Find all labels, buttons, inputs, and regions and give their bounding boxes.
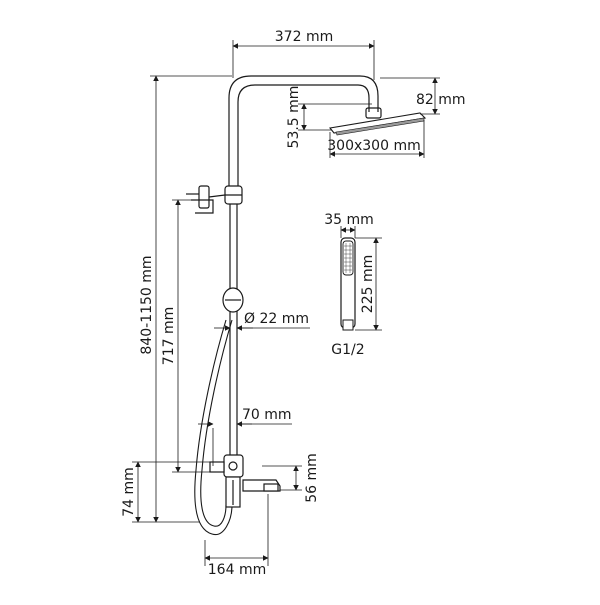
dim-head-offset: 53.5 mm [286,86,302,149]
dim-top-arm-width: 372 mm [275,29,333,45]
riser-coupling [224,185,243,205]
slide-holder [222,287,244,313]
dim-hand-thread: G1/2 [331,342,364,358]
hand-shower [340,237,356,331]
dim-spout-drop: 56 mm [304,453,320,503]
dim-slide-height: 717 mm [161,307,177,365]
dim-base-width: 164 mm [208,562,266,578]
dim-hand-length: 225 mm [360,255,376,313]
dim-head-drop: 82 mm [416,92,466,108]
dim-head-size: 300x300 mm [327,138,420,154]
dimension-lines [132,40,440,566]
mixer-body [209,454,281,508]
dim-mixer-height: 74 mm [121,467,137,517]
wall-bracket [186,185,226,214]
dim-pipe-diameter: Ø 22 mm [244,311,309,327]
dim-spout-projection: 70 mm [242,407,292,423]
shower-hose [194,319,233,536]
dim-total-height: 840-1150 mm [139,255,155,354]
dim-hand-width: 35 mm [324,212,374,228]
rain-head [328,112,427,136]
